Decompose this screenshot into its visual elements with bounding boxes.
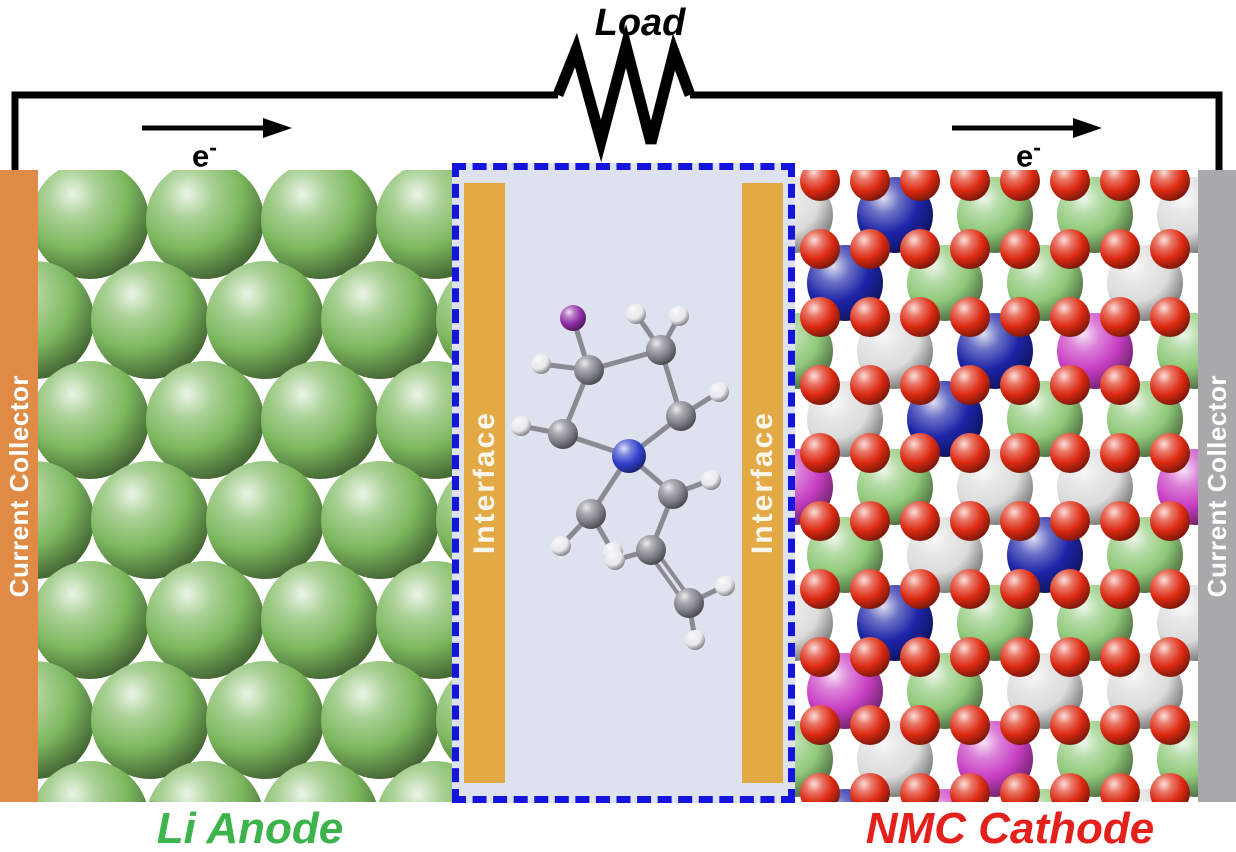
anode-label: Li Anode bbox=[156, 804, 344, 852]
electron-charge: - bbox=[209, 134, 217, 160]
interface-left: Interface bbox=[464, 183, 505, 783]
electron-arrowhead-right bbox=[1073, 118, 1102, 138]
electrolyte-region: Interface Interface bbox=[452, 163, 795, 803]
resistor-symbol bbox=[552, 24, 696, 163]
interface-right: Interface bbox=[742, 183, 783, 783]
current-collector-left-label: Current Collector bbox=[3, 374, 34, 598]
electron-symbol: e bbox=[192, 138, 210, 174]
anode-lattice bbox=[38, 170, 452, 802]
wire-right bbox=[690, 91, 1223, 172]
electron-label-left: e- bbox=[192, 134, 217, 174]
electron-symbol: e bbox=[1016, 138, 1034, 174]
wire-left bbox=[11, 91, 558, 172]
interface-left-label: Interface bbox=[467, 411, 501, 555]
cathode-lattice bbox=[795, 170, 1198, 802]
current-collector-right-label: Current Collector bbox=[1201, 374, 1232, 598]
load-label: Load bbox=[594, 2, 686, 44]
electrolyte-molecule bbox=[511, 304, 735, 650]
electron-charge: - bbox=[1033, 134, 1041, 160]
electron-label-right: e- bbox=[1016, 134, 1041, 174]
electron-arrowhead-left bbox=[263, 118, 292, 138]
current-collector-left: Current Collector bbox=[0, 170, 38, 802]
current-collector-right: Current Collector bbox=[1198, 170, 1236, 802]
cathode-label: NMC Cathode bbox=[865, 804, 1155, 852]
